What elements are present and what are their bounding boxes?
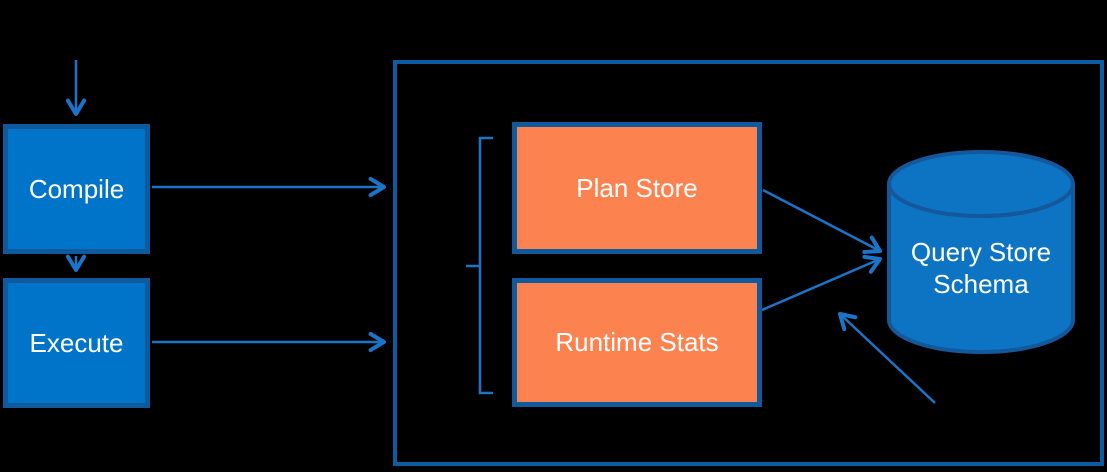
runtime-stats-node: Runtime Stats — [512, 278, 762, 407]
runtime-stats-label: Runtime Stats — [555, 327, 719, 357]
query-store-schema-label: Query Store Schema — [889, 184, 1073, 352]
database-cylinder-icon — [887, 150, 1075, 354]
execute-node: Execute — [3, 278, 150, 408]
arrow-external-annotation — [837, 311, 936, 404]
arrow-plan-store-to-schema — [762, 188, 883, 254]
compile-label: Compile — [28, 173, 125, 204]
query-store-container — [393, 60, 1104, 466]
execute-label: Execute — [29, 327, 124, 358]
query-store-schema-line2: Schema — [933, 269, 1029, 299]
query-store-schema-line1: Query Store — [910, 236, 1052, 267]
plan-store-node: Plan Store — [512, 122, 762, 254]
plan-store-label: Plan Store — [576, 172, 698, 203]
arrow-runtime-stats-to-schema — [761, 254, 883, 312]
compile-node: Compile — [3, 124, 150, 254]
grouping-brace — [466, 136, 493, 395]
